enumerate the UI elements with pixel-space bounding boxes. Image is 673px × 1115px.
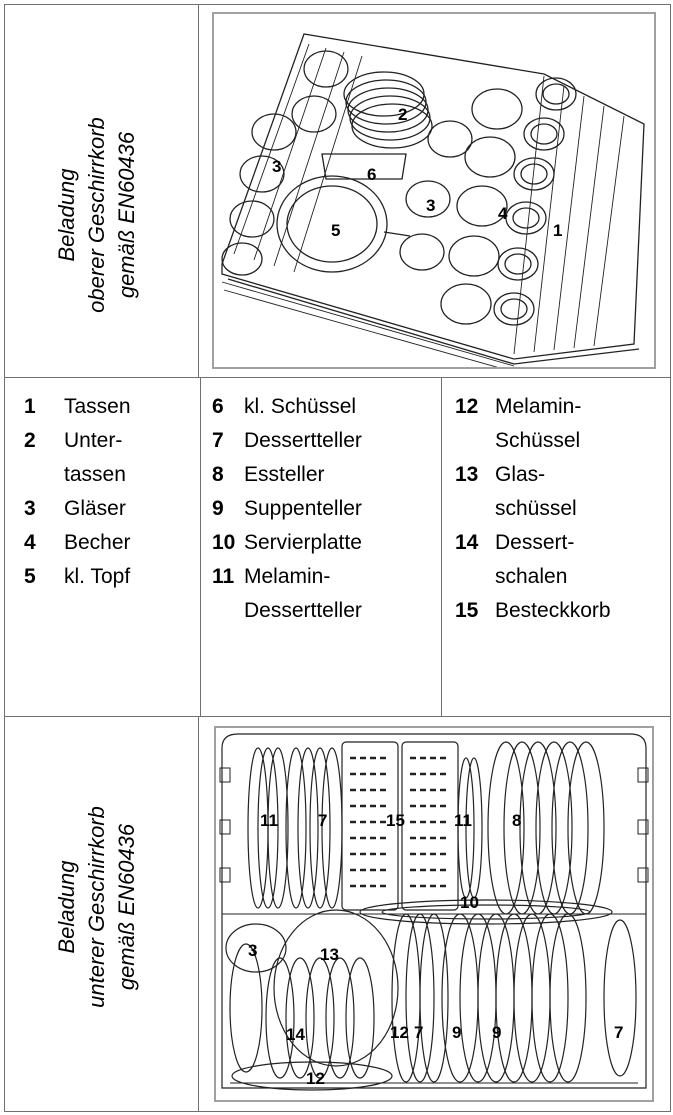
callout: 9	[452, 1023, 461, 1042]
divider	[441, 377, 442, 716]
legend-item: schüssel	[455, 492, 611, 526]
callout: 12	[390, 1023, 409, 1042]
lower-basket-illustration: 11 7 15 11 8 10 3 13 14 12 7 9 9 7 12	[214, 726, 654, 1102]
callout: 10	[460, 893, 479, 912]
callout: 13	[320, 945, 339, 964]
divider	[198, 5, 199, 377]
dinner-plates	[488, 742, 604, 914]
callout: 15	[386, 811, 405, 830]
dessert-bowls	[266, 958, 374, 1078]
saucers	[344, 72, 432, 148]
callout: 11	[454, 811, 472, 830]
callout: 5	[331, 221, 340, 240]
callout: 7	[614, 1023, 623, 1042]
callout: 1	[553, 221, 562, 240]
callout: 7	[318, 811, 327, 830]
callout: 3	[248, 941, 257, 960]
callout: 11	[260, 811, 278, 830]
callout: 9	[492, 1023, 501, 1042]
soup-plates	[392, 914, 636, 1082]
callout: 4	[498, 204, 508, 223]
divider	[5, 716, 670, 717]
legend-item: Schüssel	[455, 424, 611, 458]
callout: 7	[414, 1023, 423, 1042]
callout: 14	[286, 1025, 305, 1044]
callout: 3	[272, 157, 281, 176]
small-pot	[277, 176, 410, 272]
upper-basket-label: Beladung oberer Geschirrkorb gemäß EN604…	[52, 105, 142, 325]
lower-basket-label: Beladung unterer Geschirrkorb gemäß EN60…	[52, 797, 142, 1017]
small-bowl	[322, 154, 406, 179]
mugs	[441, 89, 522, 324]
callout: 2	[398, 105, 407, 124]
callout: 6	[367, 165, 376, 184]
dessert-plates	[286, 748, 342, 908]
legend-item: schalen	[455, 560, 611, 594]
callout: 8	[512, 811, 521, 830]
side-clips	[220, 768, 648, 882]
legend-item: tassen	[24, 458, 131, 492]
legend-item: Dessertteller	[212, 594, 362, 628]
divider	[200, 377, 201, 716]
callout: 12	[306, 1069, 325, 1088]
upper-basket-illustration: 1 2 3 3 4 5 6	[212, 12, 656, 369]
callout: 3	[426, 196, 435, 215]
divider	[198, 716, 199, 1111]
divider	[5, 377, 670, 378]
